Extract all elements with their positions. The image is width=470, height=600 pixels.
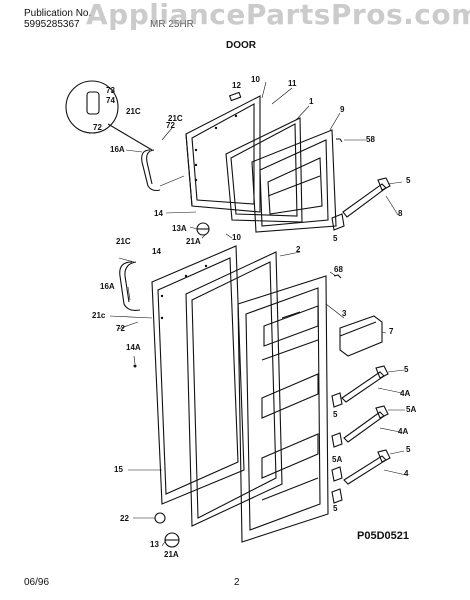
section-title: DOOR xyxy=(226,40,256,51)
callout: 14 xyxy=(154,209,163,218)
shelf-bar-1 xyxy=(341,371,385,403)
callout: 15 xyxy=(114,465,123,474)
freezer-door-gasket xyxy=(225,117,303,223)
callout: 10 xyxy=(251,75,260,84)
diagram-code: P05D0521 xyxy=(357,530,409,542)
publication-label: Publication No. xyxy=(24,8,92,19)
callout: 5A xyxy=(332,455,342,464)
callout: 21C xyxy=(116,237,131,246)
callout: 1 xyxy=(309,97,314,106)
callout: 5 xyxy=(333,410,338,419)
callout: 21A xyxy=(186,237,201,246)
callout: 12 xyxy=(232,81,241,90)
callout: 9 xyxy=(340,105,345,114)
callout: 4A xyxy=(400,389,410,398)
fresh-food-handle xyxy=(119,261,141,311)
callout: 10 xyxy=(232,233,241,242)
model-number: MR 25HR xyxy=(150,19,194,30)
callout: 8 xyxy=(398,209,403,218)
callout: 5 xyxy=(406,176,411,185)
callout: 14A xyxy=(126,343,141,352)
callout: 21A xyxy=(164,550,179,559)
callout: 7 xyxy=(389,327,394,336)
callout: 58 xyxy=(366,135,375,144)
callout: 21C xyxy=(126,107,141,116)
footer-date: 06/96 xyxy=(24,577,50,588)
callout: 73 xyxy=(106,86,115,95)
callout: 4 xyxy=(404,469,409,478)
callout: 72 xyxy=(93,123,102,132)
callout: 72 xyxy=(166,121,175,130)
shelf-bar-3 xyxy=(343,455,387,485)
freezer-shelf-bar xyxy=(342,183,387,218)
callout: 14 xyxy=(152,247,161,256)
callout: 11 xyxy=(288,79,297,88)
detail-magnifier xyxy=(65,80,119,134)
shelf-bar-2 xyxy=(343,411,385,443)
callout: 4A xyxy=(398,427,408,436)
callout: 5 xyxy=(333,504,338,513)
callout: 13 xyxy=(150,540,159,549)
callout: 5 xyxy=(404,365,409,374)
callout: 5 xyxy=(333,234,338,243)
callout: 74 xyxy=(106,96,115,105)
freezer-handle xyxy=(141,149,161,192)
part-22 xyxy=(154,512,166,524)
callout-labels: 12 10 11 1 9 58 73 74 72 21C 72 16A 21C … xyxy=(92,75,416,559)
callout: 21c xyxy=(92,311,106,320)
callout: 5 xyxy=(406,445,411,454)
fresh-food-door-liner xyxy=(237,275,329,543)
watermark-logo: AppliancePartsPros.com xyxy=(86,0,470,31)
callout: 72 xyxy=(116,324,125,333)
callout: 3 xyxy=(342,309,347,318)
callout: 13A xyxy=(172,224,187,233)
callout: 2 xyxy=(296,245,301,254)
callout: 5A xyxy=(406,405,416,414)
fresh-food-door-gasket xyxy=(185,251,283,527)
callout: 21C xyxy=(168,114,183,123)
dairy-door xyxy=(339,315,383,357)
callout: 68 xyxy=(334,265,343,274)
page-number: 2 xyxy=(234,577,240,588)
freezer-door-liner xyxy=(251,129,337,233)
callout: 16A xyxy=(110,145,125,154)
callout: 16A xyxy=(100,282,115,291)
callout: 22 xyxy=(120,514,129,523)
fresh-food-door-outer xyxy=(151,245,245,505)
publication-number: 5995285367 xyxy=(24,19,80,30)
